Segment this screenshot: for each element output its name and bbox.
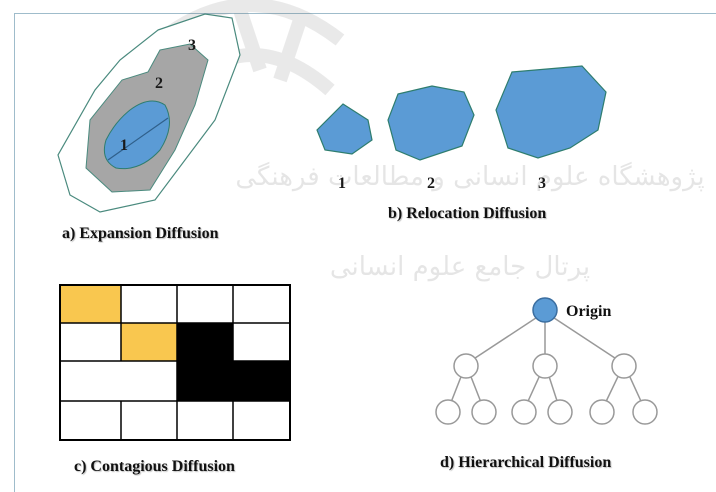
expansion-core-line [107, 117, 169, 161]
hierarchical-caption: d) Hierarchical Diffusion [440, 454, 612, 471]
contagious-caption: c) Contagious Diffusion [74, 458, 235, 475]
relocation-caption: b) Relocation Diffusion [388, 205, 547, 222]
tree-node-level1-c [611, 353, 637, 379]
relocation-label-2: 2 [427, 175, 435, 192]
expansion-label-2: 2 [155, 75, 163, 92]
tree-node-level2-a [435, 399, 461, 425]
grid-cell-yellow-1 [61, 286, 121, 323]
grid-cell-yellow-2 [121, 323, 177, 361]
hierarchical-diffusion-tree: Origin [435, 297, 658, 425]
origin-label: Origin [566, 303, 611, 320]
tree-nodes [435, 353, 658, 425]
tree-node-level2-c [511, 399, 537, 425]
tree-node-level2-e [589, 399, 615, 425]
relocation-diffusion-diagram: 1 2 3 [316, 65, 607, 192]
expansion-diffusion-diagram: 1 2 3 [57, 13, 241, 213]
tree-node-level2-d [547, 399, 573, 425]
grid-cell-black-1 [177, 323, 233, 361]
tree-node-level1-b [532, 353, 558, 379]
relocation-label-3: 3 [538, 175, 546, 192]
watermark-line2: پرتال جامع علوم انسانی [330, 252, 590, 282]
watermark: پژوهشگاه علوم انسانی و مطالعات فرهنگی پر… [155, 0, 705, 282]
grid-lines [60, 285, 290, 440]
frame-top-border [14, 13, 716, 14]
grid-cell-black-2 [177, 361, 290, 401]
relocation-shape-1 [316, 103, 373, 155]
contagious-diffusion-grid [59, 284, 291, 441]
expansion-caption: a) Expansion Diffusion [62, 225, 219, 242]
expansion-label-3: 3 [188, 37, 196, 54]
relocation-shape-2 [387, 85, 475, 161]
watermark-line1: پژوهشگاه علوم انسانی و مطالعات فرهنگی [235, 161, 704, 192]
relocation-label-1: 1 [338, 175, 346, 192]
tree-node-level2-f [632, 399, 658, 425]
expansion-label-1: 1 [120, 137, 128, 154]
tree-node-level2-b [471, 399, 497, 425]
frame-left-border [14, 13, 15, 492]
origin-node [532, 297, 558, 323]
tree-node-level1-a [453, 353, 479, 379]
relocation-shape-3 [495, 65, 607, 159]
